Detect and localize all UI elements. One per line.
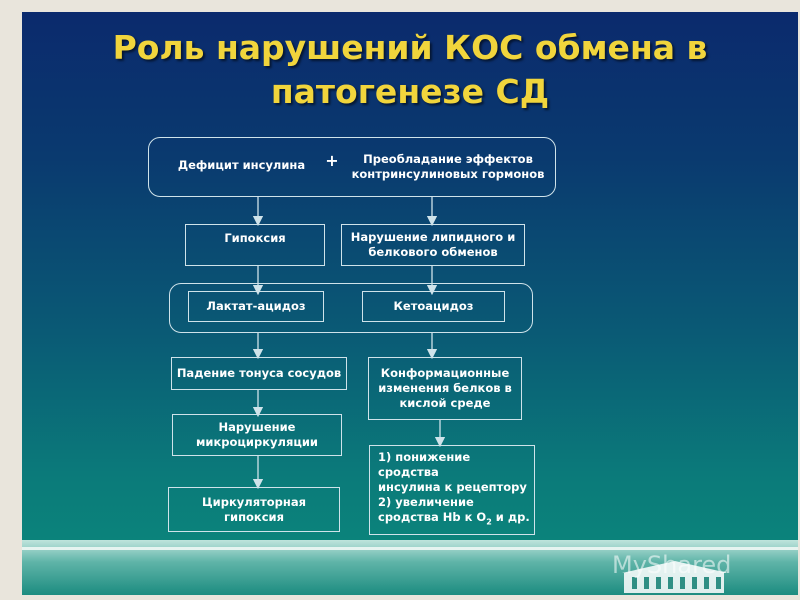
ketoacidosis-box: Кетоацидоз	[362, 291, 505, 322]
protein-conformation-box: Конформационные изменения белков в кисло…	[368, 357, 522, 420]
insulin-deficit-label: Дефицит инсулина	[177, 158, 306, 172]
footer-divider	[22, 547, 798, 550]
plus-sign: +	[325, 151, 339, 170]
watermark-text: MyShared	[612, 551, 732, 579]
lipid-protein-box: Нарушение липидного и белкового обменов	[341, 224, 525, 266]
lactate-acidosis-box: Лактат-ацидоз	[188, 291, 324, 322]
result-line-3: 2) увеличение	[378, 495, 474, 510]
result-line-4-a: сродства Hb к O	[378, 510, 487, 525]
building-logo-icon	[622, 561, 728, 593]
microcirculation-box: Нарушение микроциркуляции	[172, 414, 342, 456]
top-causes-box	[148, 137, 556, 197]
result-line-1: 1) понижение сродства	[378, 450, 471, 480]
acidosis-group-box	[169, 283, 533, 333]
contrainsular-hormones-label: Преобладание эффектов контринсулиновых г…	[351, 152, 545, 181]
result-line-4-sub: 2	[486, 517, 492, 527]
result-line-4: сродства Hb к O2 и др.	[378, 510, 530, 529]
affinity-result-box: 1) понижение сродства инсулина к рецепто…	[369, 445, 535, 535]
result-line-4-b: и др.	[491, 510, 530, 525]
slide: Роль нарушений КОС обмена в патогенезе С…	[22, 12, 798, 595]
result-line-2: инсулина к рецептору	[378, 480, 527, 495]
hypoxia-box: Гипоксия	[185, 224, 325, 266]
vessel-tone-box: Падение тонуса сосудов	[171, 357, 347, 390]
slide-title: Роль нарушений КОС обмена в патогенезе С…	[112, 28, 708, 111]
circulatory-hypoxia-box: Циркуляторная гипоксия	[168, 487, 340, 532]
arrow-layer	[252, 197, 446, 490]
